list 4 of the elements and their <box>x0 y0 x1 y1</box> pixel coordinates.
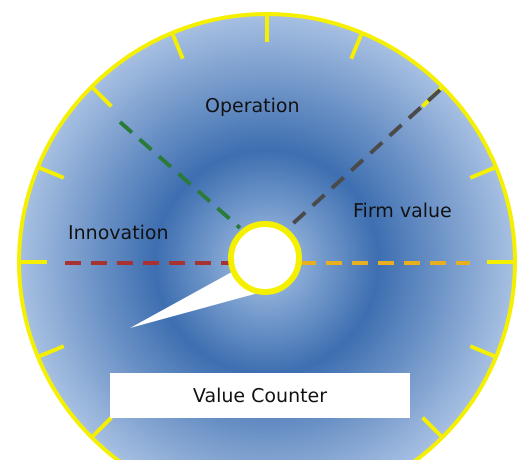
zone-label: Firm value <box>353 200 452 222</box>
display-box: Value Counter <box>110 373 410 418</box>
zone-label: Innovation <box>68 222 169 244</box>
zone-label: Operation <box>205 95 300 117</box>
